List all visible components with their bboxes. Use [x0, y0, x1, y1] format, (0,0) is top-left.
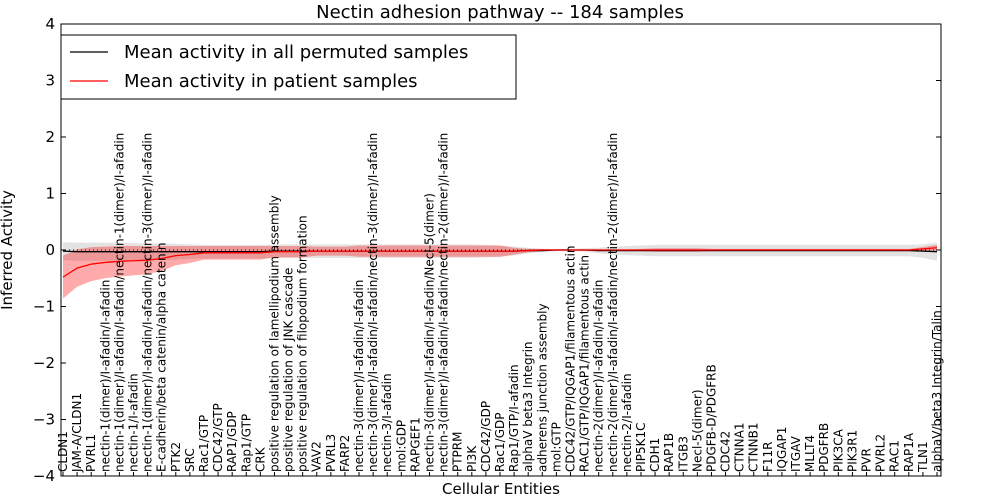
category-label: Rap1/GTP/I-afadin	[507, 364, 521, 472]
category-label: MLLT4	[803, 435, 817, 472]
category-label: PVRL3	[324, 434, 338, 472]
category-label: PVRL2	[874, 434, 888, 472]
y-axis-ticks: −4 −3 −2 −1 0 1 2 3 4	[33, 15, 941, 485]
category-label: PVR	[860, 448, 874, 472]
line-patient-mean	[62, 247, 938, 278]
category-label: ITGB3	[676, 436, 690, 472]
category-label: PI3K	[465, 445, 479, 472]
category-label: nectin-3(dimer)/I-afadin/I-afadin/nectin…	[366, 133, 380, 472]
category-label: F11R	[761, 441, 775, 472]
y-axis-title: Inferred Activity	[0, 190, 16, 310]
legend: Mean activity in all permuted samples Me…	[60, 34, 517, 100]
y-tick-label: −3	[33, 411, 55, 429]
series-lines	[62, 247, 938, 278]
category-label: PVRL1	[84, 434, 98, 472]
category-label: CDC42/GTP	[211, 403, 225, 472]
category-label: CDH1	[648, 438, 662, 472]
category-label: nectin-3(dimer)/I-afadin/I-afadin/nectin…	[437, 133, 451, 472]
category-label: Rac1/GDP	[493, 413, 507, 472]
category-label: CDC42/GDP	[479, 401, 493, 472]
y-tick-label: 2	[45, 128, 55, 146]
legend-label-patient: Mean activity in patient samples	[124, 71, 418, 92]
category-label: nectin-2(dimer)/I-afadin/I-afadin/nectin…	[606, 133, 620, 472]
category-label: CRK	[253, 446, 267, 472]
category-label: adherens junction assembly	[535, 303, 549, 472]
category-label: Rap1/GTP	[239, 414, 253, 472]
category-label: PDGFB-D/PDGFRB	[704, 364, 718, 472]
chart-title: Nectin adhesion pathway -- 184 samples	[316, 2, 684, 23]
category-label: CTNNA1	[733, 422, 747, 472]
y-tick-label: 3	[45, 72, 55, 90]
category-label: RAC1	[888, 440, 902, 472]
category-label: ITGAV	[789, 435, 803, 472]
category-label: nectin-2/I-afadin	[620, 373, 634, 472]
category-label: CLDN1	[56, 431, 70, 472]
category-label: SRC	[183, 448, 197, 472]
category-label: nectin-3(dimer)/I-afadin/I-afadin/Necl-5…	[423, 193, 437, 472]
category-label: Rac1/GTP	[197, 415, 211, 472]
category-label: E-cadherin/beta catenin/alpha catenin	[155, 242, 169, 472]
category-label: FARP2	[338, 435, 352, 472]
category-label: nectin-1(dimer)/I-afadin/I-afadin/nectin…	[112, 133, 126, 472]
category-label: mol:GTP	[549, 422, 563, 472]
x-axis-title: Cellular Entities	[442, 480, 560, 498]
category-label: nectin-1/I-afadin	[126, 373, 140, 472]
category-label: IQGAP1	[775, 427, 789, 472]
category-label: CDC42	[719, 431, 733, 472]
category-label: PTPRM	[451, 432, 465, 473]
category-label: VAV2	[310, 441, 324, 472]
category-label: PDGFRB	[817, 423, 831, 472]
category-label: nectin-1(dimer)/I-afadin/I-afadin/nectin…	[141, 133, 155, 472]
category-label: nectin-3/I-afadin	[380, 373, 394, 472]
category-label: PIK3R1	[845, 430, 859, 472]
y-tick-label: 4	[45, 15, 55, 33]
category-label: Necl-5(dimer)	[690, 389, 704, 472]
category-label: RAP1A	[902, 432, 916, 472]
legend-box	[60, 34, 517, 100]
y-tick-label: 0	[45, 241, 55, 259]
category-label: JAM-A/CLDN1	[70, 393, 84, 473]
category-label: nectin-2(dimer)/I-afadin/I-afadin	[592, 280, 606, 472]
category-label: PTK2	[169, 442, 183, 472]
category-label: PIP5K1C	[634, 422, 648, 472]
category-label: CTNNB1	[747, 422, 761, 472]
y-tick-label: 1	[45, 185, 55, 203]
category-label: mol:GDP	[394, 420, 408, 472]
category-label: positive regulation of JNK cascade	[282, 268, 296, 472]
y-tick-label: −1	[33, 298, 55, 316]
category-label: nectin-3(dimer)/I-afadin/I-afadin	[352, 280, 366, 472]
category-label: PIK3CA	[831, 428, 845, 472]
legend-label-permuted: Mean activity in all permuted samples	[124, 42, 468, 63]
category-label: RAPGEF1	[408, 417, 422, 472]
category-label: RAC1/GTP/IQGAP1/filamentous actin	[578, 255, 592, 472]
category-label: RAP1/GDP	[225, 411, 239, 472]
category-label: nectin-1(dimer)/I-afadin/I-afadin	[98, 280, 112, 472]
category-label: positive regulation of filopodium format…	[296, 215, 310, 472]
category-label: alphaV/beta3 Integrin/Talin	[930, 310, 944, 472]
category-label: CDC42/GTP/IQGAP1/filamentous actin	[563, 246, 577, 472]
y-tick-label: −4	[33, 467, 55, 485]
category-label: positive regulation of lamellipodium ass…	[267, 195, 281, 472]
category-label: RAP1B	[662, 433, 676, 472]
category-label: TLN1	[916, 441, 930, 473]
y-tick-label: −2	[33, 354, 55, 372]
category-label: alphaV beta3 Integrin	[521, 341, 535, 472]
